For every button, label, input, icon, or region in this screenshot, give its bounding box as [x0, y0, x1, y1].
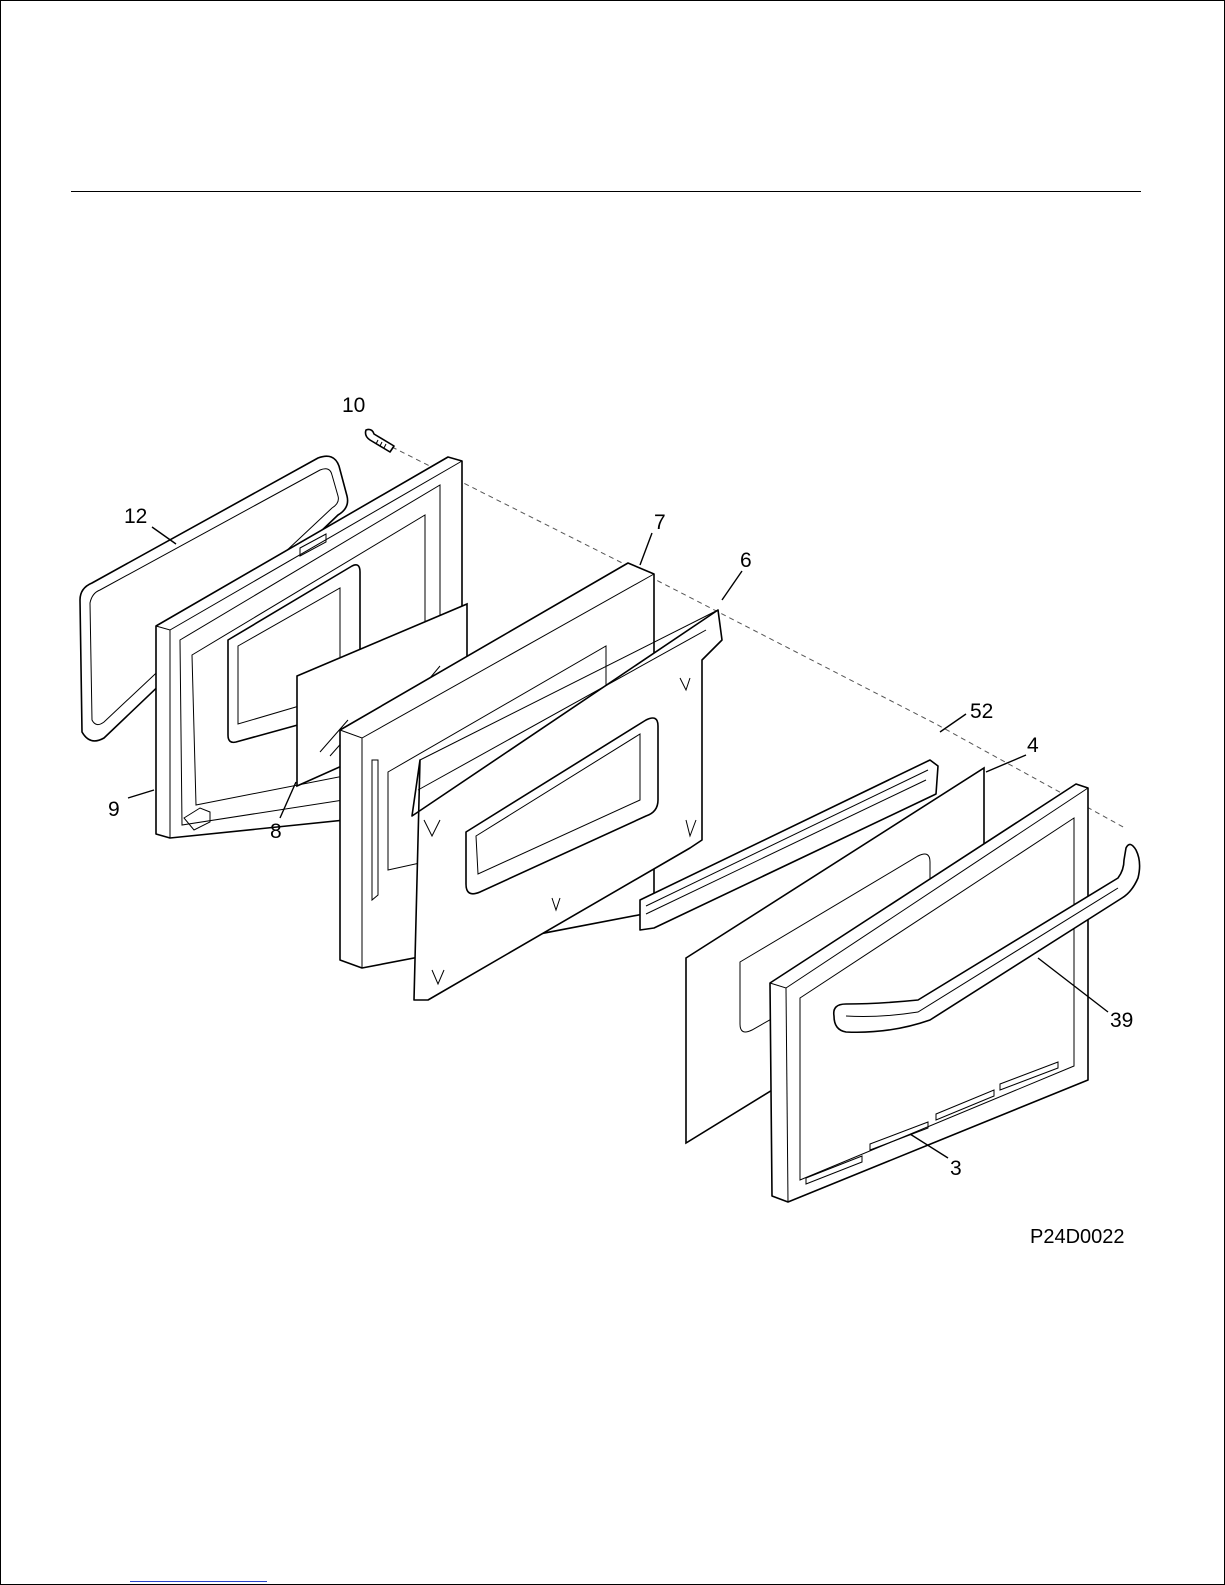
- callout-6: 6: [740, 549, 752, 572]
- footer-link-underline[interactable]: [130, 1581, 267, 1582]
- callout-39: 39: [1110, 1009, 1133, 1032]
- callout-9: 9: [108, 798, 120, 821]
- part-10-screw: [366, 430, 395, 453]
- callout-52: 52: [970, 700, 993, 723]
- callout-3: 3: [950, 1157, 962, 1180]
- callout-8: 8: [270, 820, 282, 843]
- drawing-code: P24D0022: [1030, 1226, 1125, 1248]
- callout-12: 12: [124, 505, 147, 528]
- callout-10: 10: [342, 394, 365, 417]
- callout-7: 7: [654, 511, 666, 534]
- callout-4: 4: [1027, 734, 1039, 757]
